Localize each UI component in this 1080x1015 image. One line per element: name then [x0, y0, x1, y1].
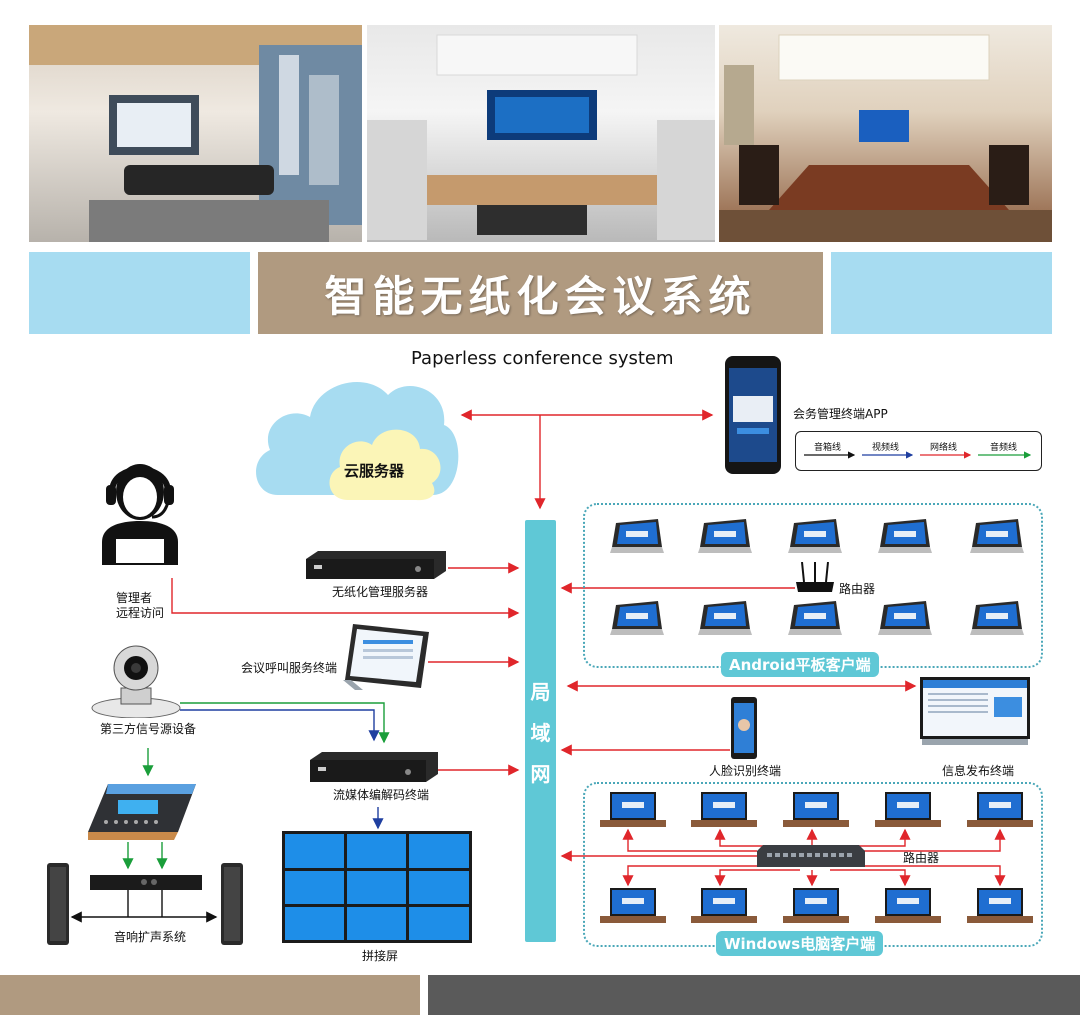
- video-wall-icon: [282, 831, 472, 943]
- router-icon: [796, 562, 834, 592]
- legend: 音箱线 视频线 网络线 音频线: [795, 431, 1042, 471]
- server-icon: [306, 551, 446, 579]
- android-group-label: Android平板客户端: [721, 652, 879, 677]
- switch-icon: [757, 845, 865, 867]
- sound-system-label: 音响扩声系统: [114, 930, 187, 944]
- face-terminal-label: 人脸识别终端: [709, 764, 782, 778]
- legend-audio-line: 音频线: [990, 443, 1018, 453]
- cloud-icon: [256, 381, 459, 501]
- title-box: 智能无纸化会议系统: [258, 252, 823, 334]
- headset-person-icon: [102, 464, 178, 565]
- lan-bar: 局 域 网: [525, 520, 556, 942]
- server-icon: [310, 752, 438, 782]
- kiosk-icon: [731, 697, 757, 759]
- page-title: 智能无纸化会议系统: [324, 271, 757, 321]
- lan-char-1: 局: [530, 679, 551, 704]
- legend-network-line: 网络线: [930, 443, 958, 453]
- cloud-server-label: 云服务器: [344, 462, 405, 480]
- phone-icon: [725, 356, 781, 474]
- router-bottom-label: 路由器: [903, 851, 940, 865]
- camera-icon: [91, 645, 181, 718]
- lan-char-3: 网: [530, 761, 551, 786]
- call-terminal-label: 会议呼叫服务终端: [241, 661, 338, 675]
- admin-label-2: 远程访问: [116, 606, 165, 620]
- meeting-room-photo-1: [29, 25, 362, 242]
- legend-speaker-line: 音箱线: [814, 443, 842, 453]
- router-top-label: 路由器: [839, 582, 876, 596]
- mixer-icon: [88, 784, 196, 840]
- meeting-room-photo-3: [719, 25, 1052, 242]
- legend-video-line: 视频线: [872, 443, 900, 453]
- admin-label-1: 管理者: [116, 591, 153, 605]
- call-terminal-icon: [343, 624, 429, 690]
- speaker-icon: [221, 863, 243, 945]
- monitor-icon: [920, 677, 1030, 745]
- windows-group-label: Windows电脑客户端: [716, 931, 884, 956]
- info-terminal-label: 信息发布终端: [942, 764, 1015, 778]
- management-app-label: 会务管理终端APP: [793, 407, 888, 421]
- subtitle: Paperless conference system: [411, 348, 674, 369]
- meeting-room-photo-2: [367, 25, 715, 242]
- title-side-bar-right: [831, 252, 1052, 334]
- amplifier-icon: [90, 875, 202, 890]
- paperless-server-label: 无纸化管理服务器: [332, 585, 429, 599]
- third-party-label: 第三方信号源设备: [100, 722, 197, 736]
- lan-char-2: 域: [530, 720, 551, 745]
- footer-bar-right: [428, 975, 1080, 1015]
- video-wall-label: 拼接屏: [362, 949, 399, 963]
- speaker-icon: [47, 863, 69, 945]
- title-side-bar-left: [29, 252, 250, 334]
- media-codec-label: 流媒体编解码终端: [333, 788, 430, 802]
- footer-bar-left: [0, 975, 420, 1015]
